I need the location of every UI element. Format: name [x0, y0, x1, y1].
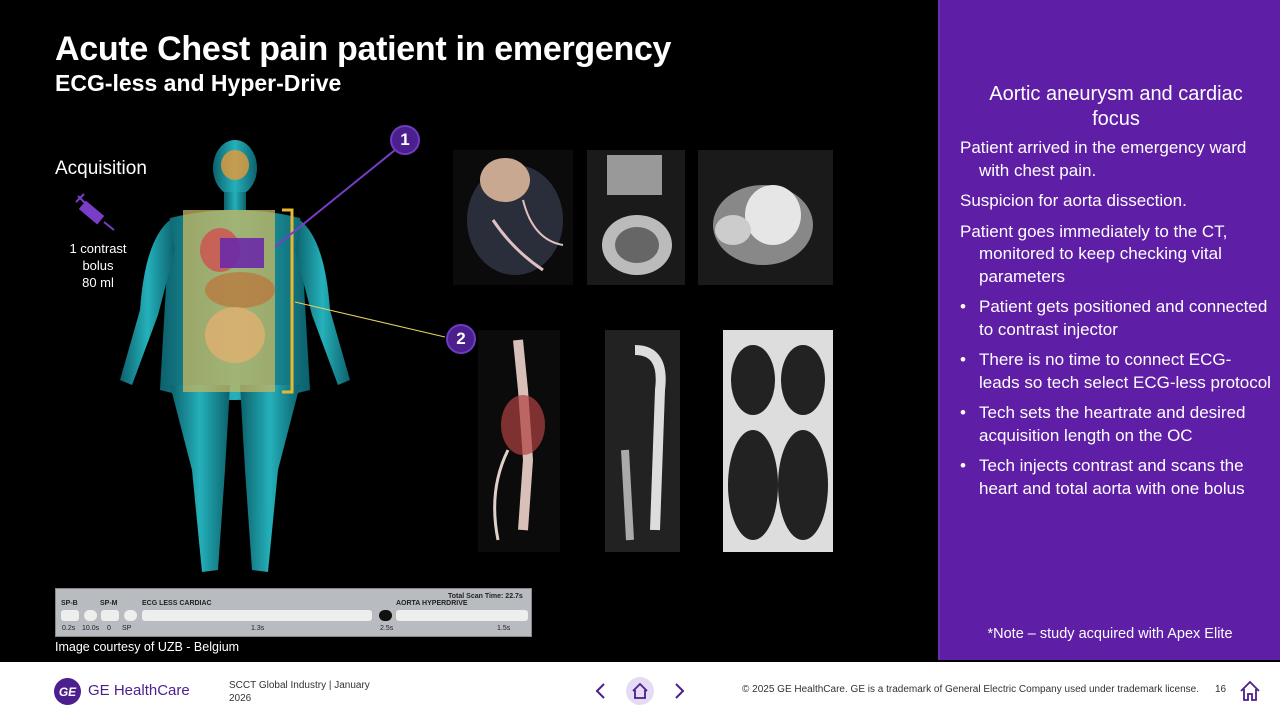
panel-title: Aortic aneurysm and cardiac focus — [989, 83, 1243, 130]
timeline-block — [396, 610, 528, 621]
bullet-text: Tech injects contrast and scans the hear… — [979, 456, 1245, 498]
timeline-segment: ECG LESS CARDIAC — [142, 600, 212, 607]
timeline-block — [379, 610, 392, 621]
bullet-text: There is no time to connect ECG- leads s… — [979, 350, 1271, 392]
timeline-segment: SP-B — [61, 600, 78, 607]
event-label: SCCT Global Industry | January 2026 — [229, 680, 370, 704]
ge-logo-icon: GE — [54, 678, 81, 705]
ct-image-heart-axial — [698, 150, 833, 285]
bullet-icon: • — [960, 297, 966, 316]
timeline-segment: AORTA HYPERDRIVE — [396, 600, 468, 607]
info-panel: Aortic aneurysm and cardiac focus Patien… — [938, 0, 1280, 660]
scan-timeline: Total Scan Time: 22.7s SP-B SP-M ECG LES… — [55, 588, 532, 637]
syringe-icon — [75, 193, 115, 231]
home-icon — [632, 682, 648, 699]
home-button[interactable] — [626, 677, 654, 705]
timeline-value: 1.5s — [497, 625, 511, 632]
ct-image-aorta-sagittal — [605, 330, 680, 552]
slide-title: Acute Chest pain patient in emergency — [55, 30, 672, 68]
prev-slide-button[interactable] — [590, 679, 610, 703]
timeline-value: 2.5s — [380, 625, 394, 632]
home-corner-button[interactable] — [1238, 679, 1262, 703]
contrast-line: 1 contrast — [69, 241, 127, 256]
panel-paragraph: Suspicion for aorta dissection. — [960, 191, 1187, 210]
ct-image-lung-coronal — [723, 330, 833, 552]
panel-body: Patient arrived in the emergency ward wi… — [960, 137, 1276, 508]
contrast-line: 80 ml — [82, 275, 114, 290]
panel-bullet: • There is no time to connect ECG- leads … — [960, 349, 1276, 394]
ct-image-cardiac-slice — [587, 150, 685, 285]
timeline-value: 1.3s — [251, 625, 265, 632]
footer: GE GE HealthCare SCCT Global Industry | … — [0, 662, 1280, 720]
page-number: 16 — [1215, 684, 1227, 695]
acquisition-label: Acquisition — [55, 158, 147, 179]
panel-paragraph: Patient arrived in the emergency ward wi… — [960, 138, 1247, 180]
human-body-illustration — [120, 140, 350, 572]
timeline-segment: SP-M — [100, 600, 118, 607]
panel-bullet: • Tech injects contrast and scans the hea… — [960, 455, 1276, 500]
bullet-icon: • — [960, 456, 966, 475]
timeline-block — [124, 610, 137, 621]
ct-image-aorta-3d — [478, 330, 560, 552]
total-scan-time: Total Scan Time: 22.7s — [448, 593, 523, 600]
timeline-block — [84, 610, 97, 621]
slide: Acute Chest pain patient in emergency EC… — [55, 0, 1280, 660]
panel-bullet: • Tech sets the heartrate and desired acq… — [960, 402, 1276, 447]
timeline-value: 10.0s — [82, 625, 100, 632]
panel-paragraph: Patient goes immediately to the CT, moni… — [960, 221, 1228, 286]
panel-note: *Note – study acquired with Apex Elite — [987, 626, 1233, 642]
bullet-text: Tech sets the heartrate and desired acqu… — [979, 403, 1246, 445]
home-icon — [1240, 680, 1260, 701]
timeline-block — [142, 610, 372, 621]
copyright-text: © 2025 GE HealthCare. GE is a trademark … — [742, 684, 1200, 695]
chevron-left-icon — [595, 683, 605, 699]
contrast-line: bolus — [82, 258, 114, 273]
timeline-value: 0.2s — [62, 625, 76, 632]
slide-subtitle: ECG-less and Hyper-Drive — [55, 70, 342, 96]
brand-name: GE HealthCare — [88, 682, 190, 699]
image-courtesy: Image courtesy of UZB - Belgium — [55, 640, 240, 654]
bullet-text: Patient gets positioned and connected to… — [979, 297, 1268, 339]
connector-lines — [274, 149, 446, 338]
contrast-info: 1 contrast bolus 80 ml — [58, 240, 138, 291]
timeline-value: SP — [122, 625, 132, 632]
timeline-block — [101, 610, 119, 621]
step-badge-1: 1 — [390, 125, 420, 155]
step-badge-2: 2 — [446, 324, 476, 354]
chevron-right-icon — [675, 683, 685, 699]
timeline-block — [61, 610, 79, 621]
panel-bullet: • Patient gets positioned and connected t… — [960, 296, 1276, 341]
ct-image-coronary-3d — [453, 150, 573, 285]
bullet-icon: • — [960, 350, 966, 369]
bullet-icon: • — [960, 403, 966, 422]
next-slide-button[interactable] — [670, 679, 690, 703]
timeline-value: 0 — [107, 625, 111, 632]
